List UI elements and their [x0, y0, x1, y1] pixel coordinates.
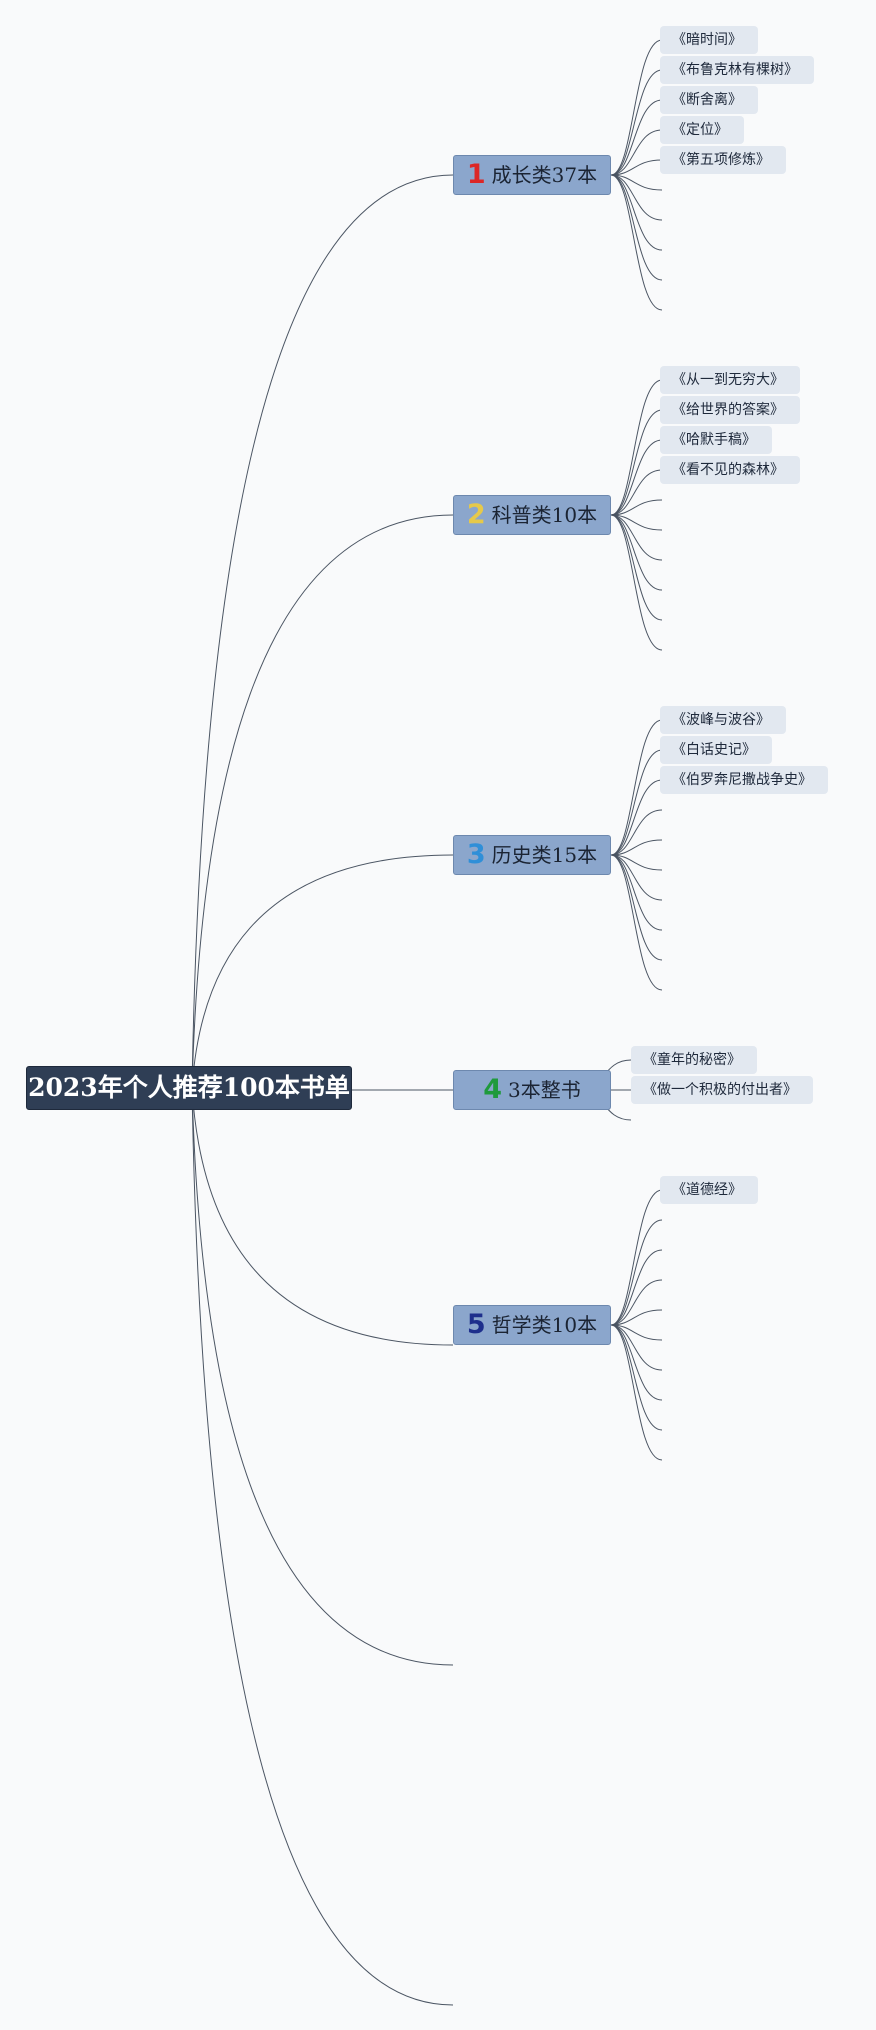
book-item[interactable]: 《波峰与波谷》 — [660, 706, 786, 734]
category-label: 历史类15本 — [491, 843, 598, 867]
connector-line — [610, 439, 663, 516]
connector-line — [191, 1087, 454, 1666]
connector-line — [191, 854, 454, 1089]
category-label: 3本整书 — [508, 1078, 581, 1102]
connector-line — [191, 1087, 454, 2006]
connector-line — [610, 1189, 663, 1326]
connector-line — [610, 514, 663, 621]
connector-line — [610, 514, 663, 561]
connector-line — [610, 99, 663, 176]
connector-line — [610, 514, 663, 531]
connector-line — [610, 809, 663, 856]
connector-line — [191, 1087, 454, 1346]
book-item[interactable]: 《伯罗奔尼撒战争史》 — [660, 766, 828, 794]
connector-line — [610, 174, 663, 311]
connector-line — [610, 469, 663, 516]
book-item[interactable]: 《童年的秘密》 — [631, 1046, 757, 1074]
connector-line — [610, 1219, 663, 1326]
category-whole-books[interactable]: 4 3本整书 — [453, 1070, 611, 1110]
connector-line — [610, 409, 663, 516]
connector-line — [610, 854, 663, 871]
book-item[interactable]: 《布鲁克林有棵树》 — [660, 56, 814, 84]
connector-line — [610, 174, 663, 281]
connector-line — [610, 839, 663, 856]
book-item[interactable]: 《哈默手稿》 — [660, 426, 772, 454]
connector-line — [610, 854, 663, 931]
connector-line — [610, 749, 663, 856]
connector-line — [610, 1309, 663, 1326]
book-item[interactable]: 《断舍离》 — [660, 86, 758, 114]
connector-line — [610, 39, 663, 176]
connector-line — [610, 1324, 663, 1341]
connector-line — [610, 69, 663, 176]
connector-line — [610, 499, 663, 516]
connector-line — [610, 1279, 663, 1326]
connector-line — [610, 174, 663, 251]
category-history[interactable]: 3 历史类15本 — [453, 835, 611, 875]
connector-line — [191, 174, 454, 1089]
category-label: 科普类10本 — [491, 503, 598, 527]
connector-line — [610, 1249, 663, 1326]
category-number: 5 — [466, 1309, 486, 1340]
category-philosophy[interactable]: 5 哲学类10本 — [453, 1305, 611, 1345]
connector-line — [610, 514, 663, 651]
category-number: 3 — [466, 839, 486, 870]
connector-line — [610, 854, 663, 961]
connector-line — [610, 174, 663, 191]
connector-line — [610, 1324, 663, 1371]
book-item[interactable]: 《看不见的森林》 — [660, 456, 800, 484]
connector-line — [610, 1324, 663, 1401]
book-item[interactable]: 《暗时间》 — [660, 26, 758, 54]
book-item[interactable]: 《白话史记》 — [660, 736, 772, 764]
connector-line — [610, 854, 663, 901]
category-popular-science[interactable]: 2 科普类10本 — [453, 495, 611, 535]
connector-line — [610, 514, 663, 591]
connector-line — [610, 719, 663, 856]
book-item[interactable]: 《定位》 — [660, 116, 744, 144]
category-number: 2 — [466, 499, 486, 530]
category-label: 哲学类10本 — [491, 1313, 598, 1337]
category-label: 成长类37本 — [491, 163, 598, 187]
connector-line — [610, 1324, 663, 1461]
book-item[interactable]: 《给世界的答案》 — [660, 396, 800, 424]
connector-line — [610, 779, 663, 856]
connector-line — [610, 174, 663, 221]
book-item[interactable]: 《做一个积极的付出者》 — [631, 1076, 813, 1104]
connector-line — [610, 1324, 663, 1431]
connector-line — [610, 129, 663, 176]
category-number: 1 — [466, 159, 486, 190]
category-number: 4 — [483, 1074, 503, 1105]
connector-line — [191, 514, 454, 1089]
connector-line — [610, 379, 663, 516]
book-item[interactable]: 《从一到无穷大》 — [660, 366, 800, 394]
category-growth[interactable]: 1 成长类37本 — [453, 155, 611, 195]
book-item[interactable]: 《道德经》 — [660, 1176, 758, 1204]
connector-line — [610, 854, 663, 991]
connector-line — [610, 159, 663, 176]
root-topic[interactable]: 2023年个人推荐100本书单 — [26, 1066, 352, 1110]
book-item[interactable]: 《第五项修炼》 — [660, 146, 786, 174]
